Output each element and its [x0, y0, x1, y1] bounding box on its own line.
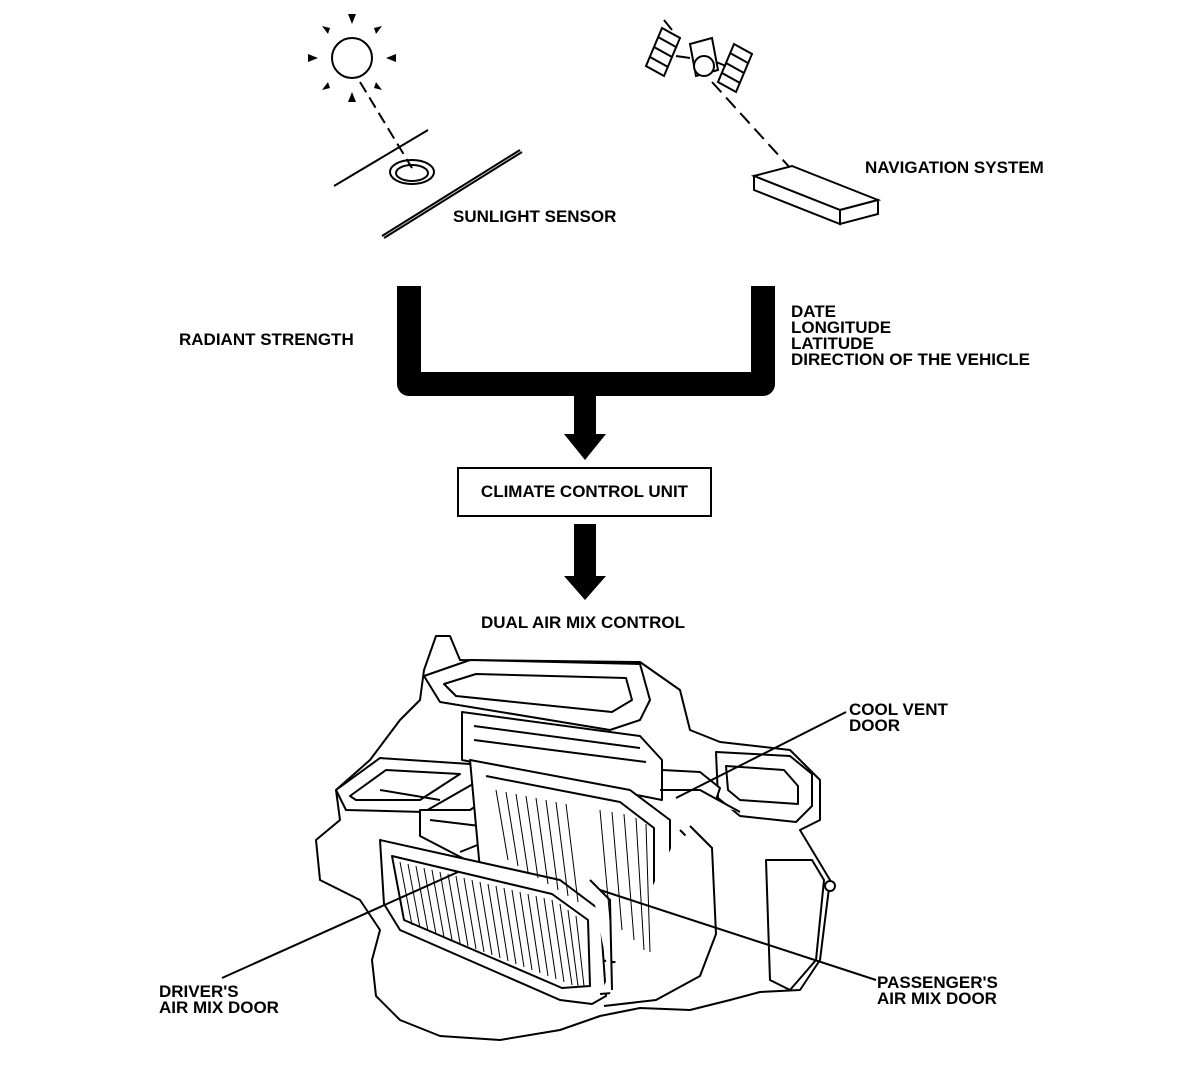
- sunlight-ray: [359, 81, 413, 169]
- navigation-system-label: NAVIGATION SYSTEM: [865, 158, 1044, 177]
- passengers-air-mix-door-leader: [599, 889, 877, 981]
- nav-input-date: DATE: [791, 302, 837, 321]
- arrow-to-ccu-head: [564, 434, 606, 460]
- radiant-strength-label: RADIANT STRENGTH: [179, 330, 354, 349]
- core-fin-hatching: [399, 789, 651, 987]
- passengers-air-mix-door-label-line2: AIR MIX DOOR: [877, 989, 997, 1008]
- arrow-to-air-mix-head: [564, 576, 606, 600]
- arrow-to-air-mix-shaft: [574, 524, 596, 578]
- nav-input-longitude: LONGITUDE: [791, 318, 892, 337]
- drivers-air-mix-door-leader: [221, 871, 459, 979]
- passengers-air-mix-door-label-line1: PASSENGER'S: [877, 973, 998, 992]
- sunlight-sensor-label: SUNLIGHT SENSOR: [453, 207, 617, 226]
- cool-vent-door-label-line1: COOL VENT: [849, 700, 948, 719]
- climate-control-unit-label: CLIMATE CONTROL UNIT: [480, 482, 689, 501]
- drivers-air-mix-door-label-line1: DRIVER'S: [159, 982, 239, 1001]
- navigation-unit-icon: [750, 164, 882, 226]
- climate-control-unit-box: CLIMATE CONTROL UNIT: [457, 467, 712, 517]
- nav-input-direction: DIRECTION OF THE VEHICLE: [791, 350, 1030, 369]
- satellite-icon: [644, 19, 754, 94]
- cool-vent-door-label-line2: DOOR: [849, 716, 900, 735]
- hvac-unit-illustration: [315, 635, 836, 1041]
- drivers-air-mix-door-label-line2: AIR MIX DOOR: [159, 998, 279, 1017]
- nav-input-latitude: LATITUDE: [791, 334, 874, 353]
- arrow-to-ccu-shaft: [574, 384, 596, 436]
- sunlight-sensor-icon: [333, 129, 523, 239]
- dual-air-mix-control-label: DUAL AIR MIX CONTROL: [481, 613, 685, 632]
- sun-icon: [308, 14, 396, 102]
- satellite-signal: [711, 81, 793, 171]
- cool-vent-door-leader: [675, 711, 847, 799]
- signal-flow-lines: [397, 286, 775, 396]
